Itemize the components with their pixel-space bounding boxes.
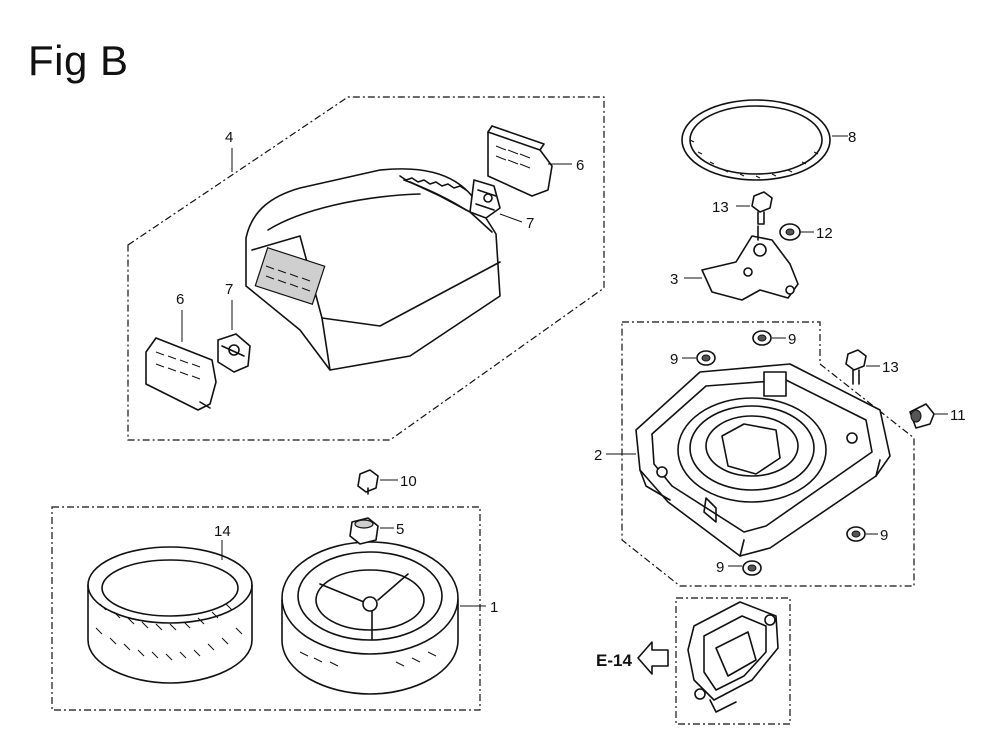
clip-upper — [469, 179, 501, 219]
callout-9-c: 9 — [880, 527, 888, 544]
bracket-stay — [701, 225, 799, 301]
bolt-13-upper — [751, 191, 773, 225]
callout-4: 4 — [225, 129, 233, 146]
group-box-reference — [675, 597, 791, 725]
callout-14: 14 — [214, 523, 231, 540]
callout-6-lower: 6 — [176, 291, 184, 308]
nut-9-d — [742, 560, 762, 576]
callout-1: 1 — [490, 599, 498, 616]
callout-11: 11 — [950, 407, 966, 424]
reference-part — [687, 601, 779, 713]
callout-13-upper: 13 — [712, 199, 729, 216]
latch-upper — [487, 125, 553, 197]
clip-lower — [217, 333, 251, 373]
bolt-13-lower — [845, 349, 867, 385]
nut-12 — [779, 223, 801, 241]
callout-7-upper: 7 — [526, 215, 534, 232]
reference-label: E-14 — [596, 651, 632, 670]
nut-5 — [349, 517, 379, 545]
callout-12: 12 — [816, 225, 833, 242]
gasket-ring — [681, 99, 831, 181]
callout-9-d: 9 — [716, 559, 724, 576]
filter-case — [281, 541, 459, 695]
callout-9-b: 9 — [670, 351, 678, 368]
callout-5: 5 — [396, 521, 404, 538]
callout-8: 8 — [848, 129, 856, 146]
group-box-elbow — [621, 321, 915, 587]
bolt-10 — [357, 469, 379, 495]
callout-3: 3 — [670, 271, 678, 288]
nut-9-b — [696, 350, 716, 366]
callout-9-a: 9 — [788, 331, 796, 348]
callout-2: 2 — [594, 447, 602, 464]
reference-arrow-icon — [637, 641, 669, 675]
nut-9-c — [846, 526, 866, 542]
collar-11 — [909, 403, 935, 429]
air-cleaner-elbow — [635, 363, 891, 557]
callout-13-lower: 13 — [882, 359, 899, 376]
filter-element — [87, 546, 253, 684]
group-box-cover — [127, 96, 605, 441]
group-box-filter — [51, 506, 481, 711]
air-cleaner-cover — [245, 168, 501, 371]
callout-7-lower: 7 — [225, 281, 233, 298]
nut-9-a — [752, 330, 772, 346]
callout-10: 10 — [400, 473, 417, 490]
latch-lower — [145, 337, 217, 411]
figure-title: Fig B — [28, 37, 129, 84]
callout-6-upper: 6 — [576, 157, 584, 174]
